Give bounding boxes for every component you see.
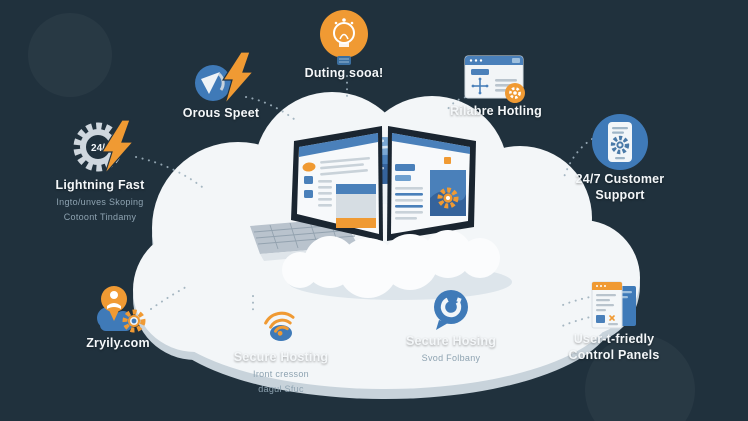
gear-lightning-icon: 24/ <box>73 119 135 175</box>
crosshair-icon <box>474 80 486 92</box>
gear-badge-icon <box>505 83 525 103</box>
lightbulb-icon <box>320 10 368 65</box>
document-panel-icon <box>591 281 636 329</box>
speaker-cone-icon <box>201 72 220 94</box>
feature-control-panels-line1: User-t-friedly <box>573 332 655 346</box>
lightning-bolt-icon <box>100 119 135 175</box>
sparkle-icon <box>609 315 615 321</box>
right-screen-image-panel <box>430 170 466 216</box>
gear-icon <box>122 309 146 333</box>
feature-brand-label: Zryily.com <box>86 336 150 350</box>
feature-secure-hosting-left-sub1: Iront cresson <box>253 368 309 379</box>
feature-lightning-fast-sub1: Ingto/unves Skoping <box>56 196 144 207</box>
speed-bolt-icon <box>195 51 255 105</box>
feature-secure-hosting-left-label: Secure Hosting <box>233 350 329 364</box>
phone-gear-icon <box>592 114 648 170</box>
feature-secure-hosting-left: Secure Hosting Iront cresson dagul Sfuc <box>223 300 339 396</box>
feature-control-panels-line2: Control Panels <box>568 347 660 362</box>
feature-secure-hosting-right-label: Secure Hosing <box>405 334 497 348</box>
feature-lightning-fast-sub2: Cotoont Tindamy <box>63 211 137 222</box>
user-pin-icon <box>101 286 127 321</box>
feature-secure-hosting-right: Secure Hosing Svod Folbany <box>395 288 507 365</box>
right-screen <box>387 126 476 241</box>
feature-customer-support-line2: Support <box>595 187 645 202</box>
lightning-bolt-icon <box>221 51 255 105</box>
feature-customer-support: 24/7 Customer Support <box>562 112 678 203</box>
feature-lightning-fast-label: Lightning Fast <box>55 178 145 192</box>
browser-gear-icon <box>464 55 525 103</box>
user-cloud-gear-icon <box>97 286 146 333</box>
wifi-signal-icon <box>257 302 305 350</box>
feature-coming-soon-label: Duting sooa! <box>304 66 384 80</box>
feature-coming-soon: Duting sooa! <box>292 8 396 82</box>
feature-reliable-hosting-label: Rilabre Hotling <box>450 104 542 118</box>
feature-group-speed: Orous Speet <box>166 50 276 122</box>
phone-gear-glyph <box>610 135 630 155</box>
badge-24-7: 24/ <box>91 143 105 154</box>
feature-brand: Zryily.com <box>60 284 176 352</box>
feature-reliable-hosting: Rilabre Hotling <box>438 54 554 120</box>
background-ghost-shapes <box>28 13 695 421</box>
panel-gear-icon <box>437 187 459 209</box>
feature-lightning-fast: 24/ Lightning Fast Ingto/unves Skoping C… <box>35 116 165 224</box>
left-screen-card <box>336 184 376 228</box>
feature-customer-support-line1: 24/7 Customer <box>575 172 665 186</box>
left-screen <box>291 126 383 241</box>
panel-thumbnail <box>596 315 605 323</box>
dotted-connectors <box>135 75 596 328</box>
feature-secure-hosting-right-sub: Svod Folbany <box>421 352 481 363</box>
feature-control-panels: User-t-friedly Control Panels <box>556 280 672 363</box>
refresh-bubble-icon <box>434 290 468 330</box>
feature-group-speed-label: Orous Speet <box>182 106 260 120</box>
feature-secure-hosting-left-sub2: dagul Sfuc <box>258 383 304 394</box>
laptop-illustration <box>250 126 512 300</box>
